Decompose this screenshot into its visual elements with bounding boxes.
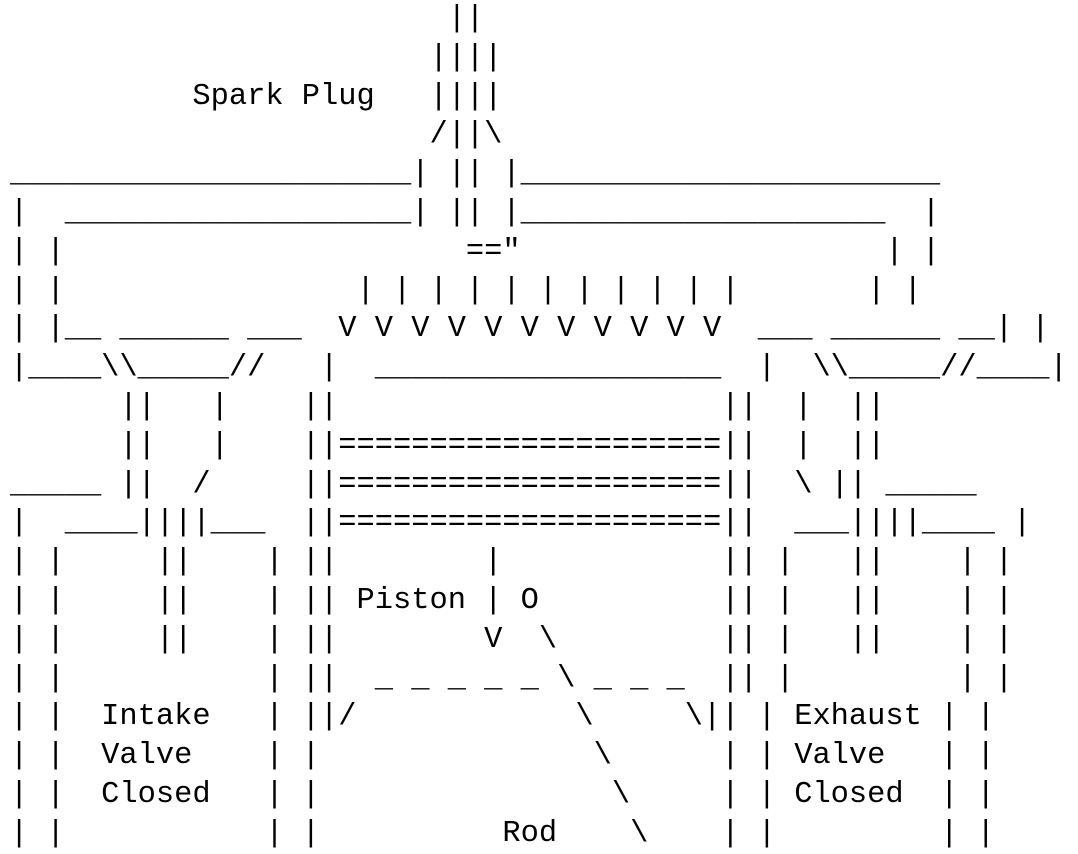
ascii-line: | ___________________| || |_____________… (10, 194, 1078, 233)
ascii-line: || (10, 0, 1078, 39)
ascii-line: ______________________| || |____________… (10, 155, 1078, 194)
ascii-line-piston-label: | | || | || Piston | O || | || | | (10, 582, 1078, 621)
ascii-line: || | || || | || (10, 388, 1078, 427)
ascii-line: |||| (10, 39, 1078, 78)
ascii-line-closed-labels: | | Closed | | \ | | Closed | | (10, 776, 1078, 815)
ascii-line: || | ||=====================|| | || (10, 427, 1078, 466)
ascii-line-spark-plug-label: Spark Plug |||| (10, 78, 1078, 117)
ascii-line: | | || | || V \ || | || | | (10, 621, 1078, 660)
ascii-line: /||\ (10, 116, 1078, 155)
ascii-line-rod-label: | | | | Rod \ | | | | (10, 815, 1078, 854)
ascii-line: |____\\_____// | ___________________ | \… (10, 349, 1078, 388)
ascii-line: | | | || _ _ _ _ _ \ _ _ _ || | | | (10, 660, 1078, 699)
ascii-line: | | || | || | || | || | | (10, 543, 1078, 582)
ascii-line: _____ || / ||=====================|| \ |… (10, 466, 1078, 505)
ascii-line-intake-exhaust-labels: | | Intake | ||/ \ \|| | Exhaust | | (10, 698, 1078, 737)
ascii-line: | |__ ______ ___ V V V V V V V V V V V _… (10, 310, 1078, 349)
ascii-line-valve-labels: | | Valve | | \ | | Valve | | (10, 737, 1078, 776)
ascii-line: | ____||||___ ||=====================|| … (10, 504, 1078, 543)
ascii-line: | | ==" | | (10, 233, 1078, 272)
ascii-line: | | | | | | | | | | | | | | | (10, 272, 1078, 311)
